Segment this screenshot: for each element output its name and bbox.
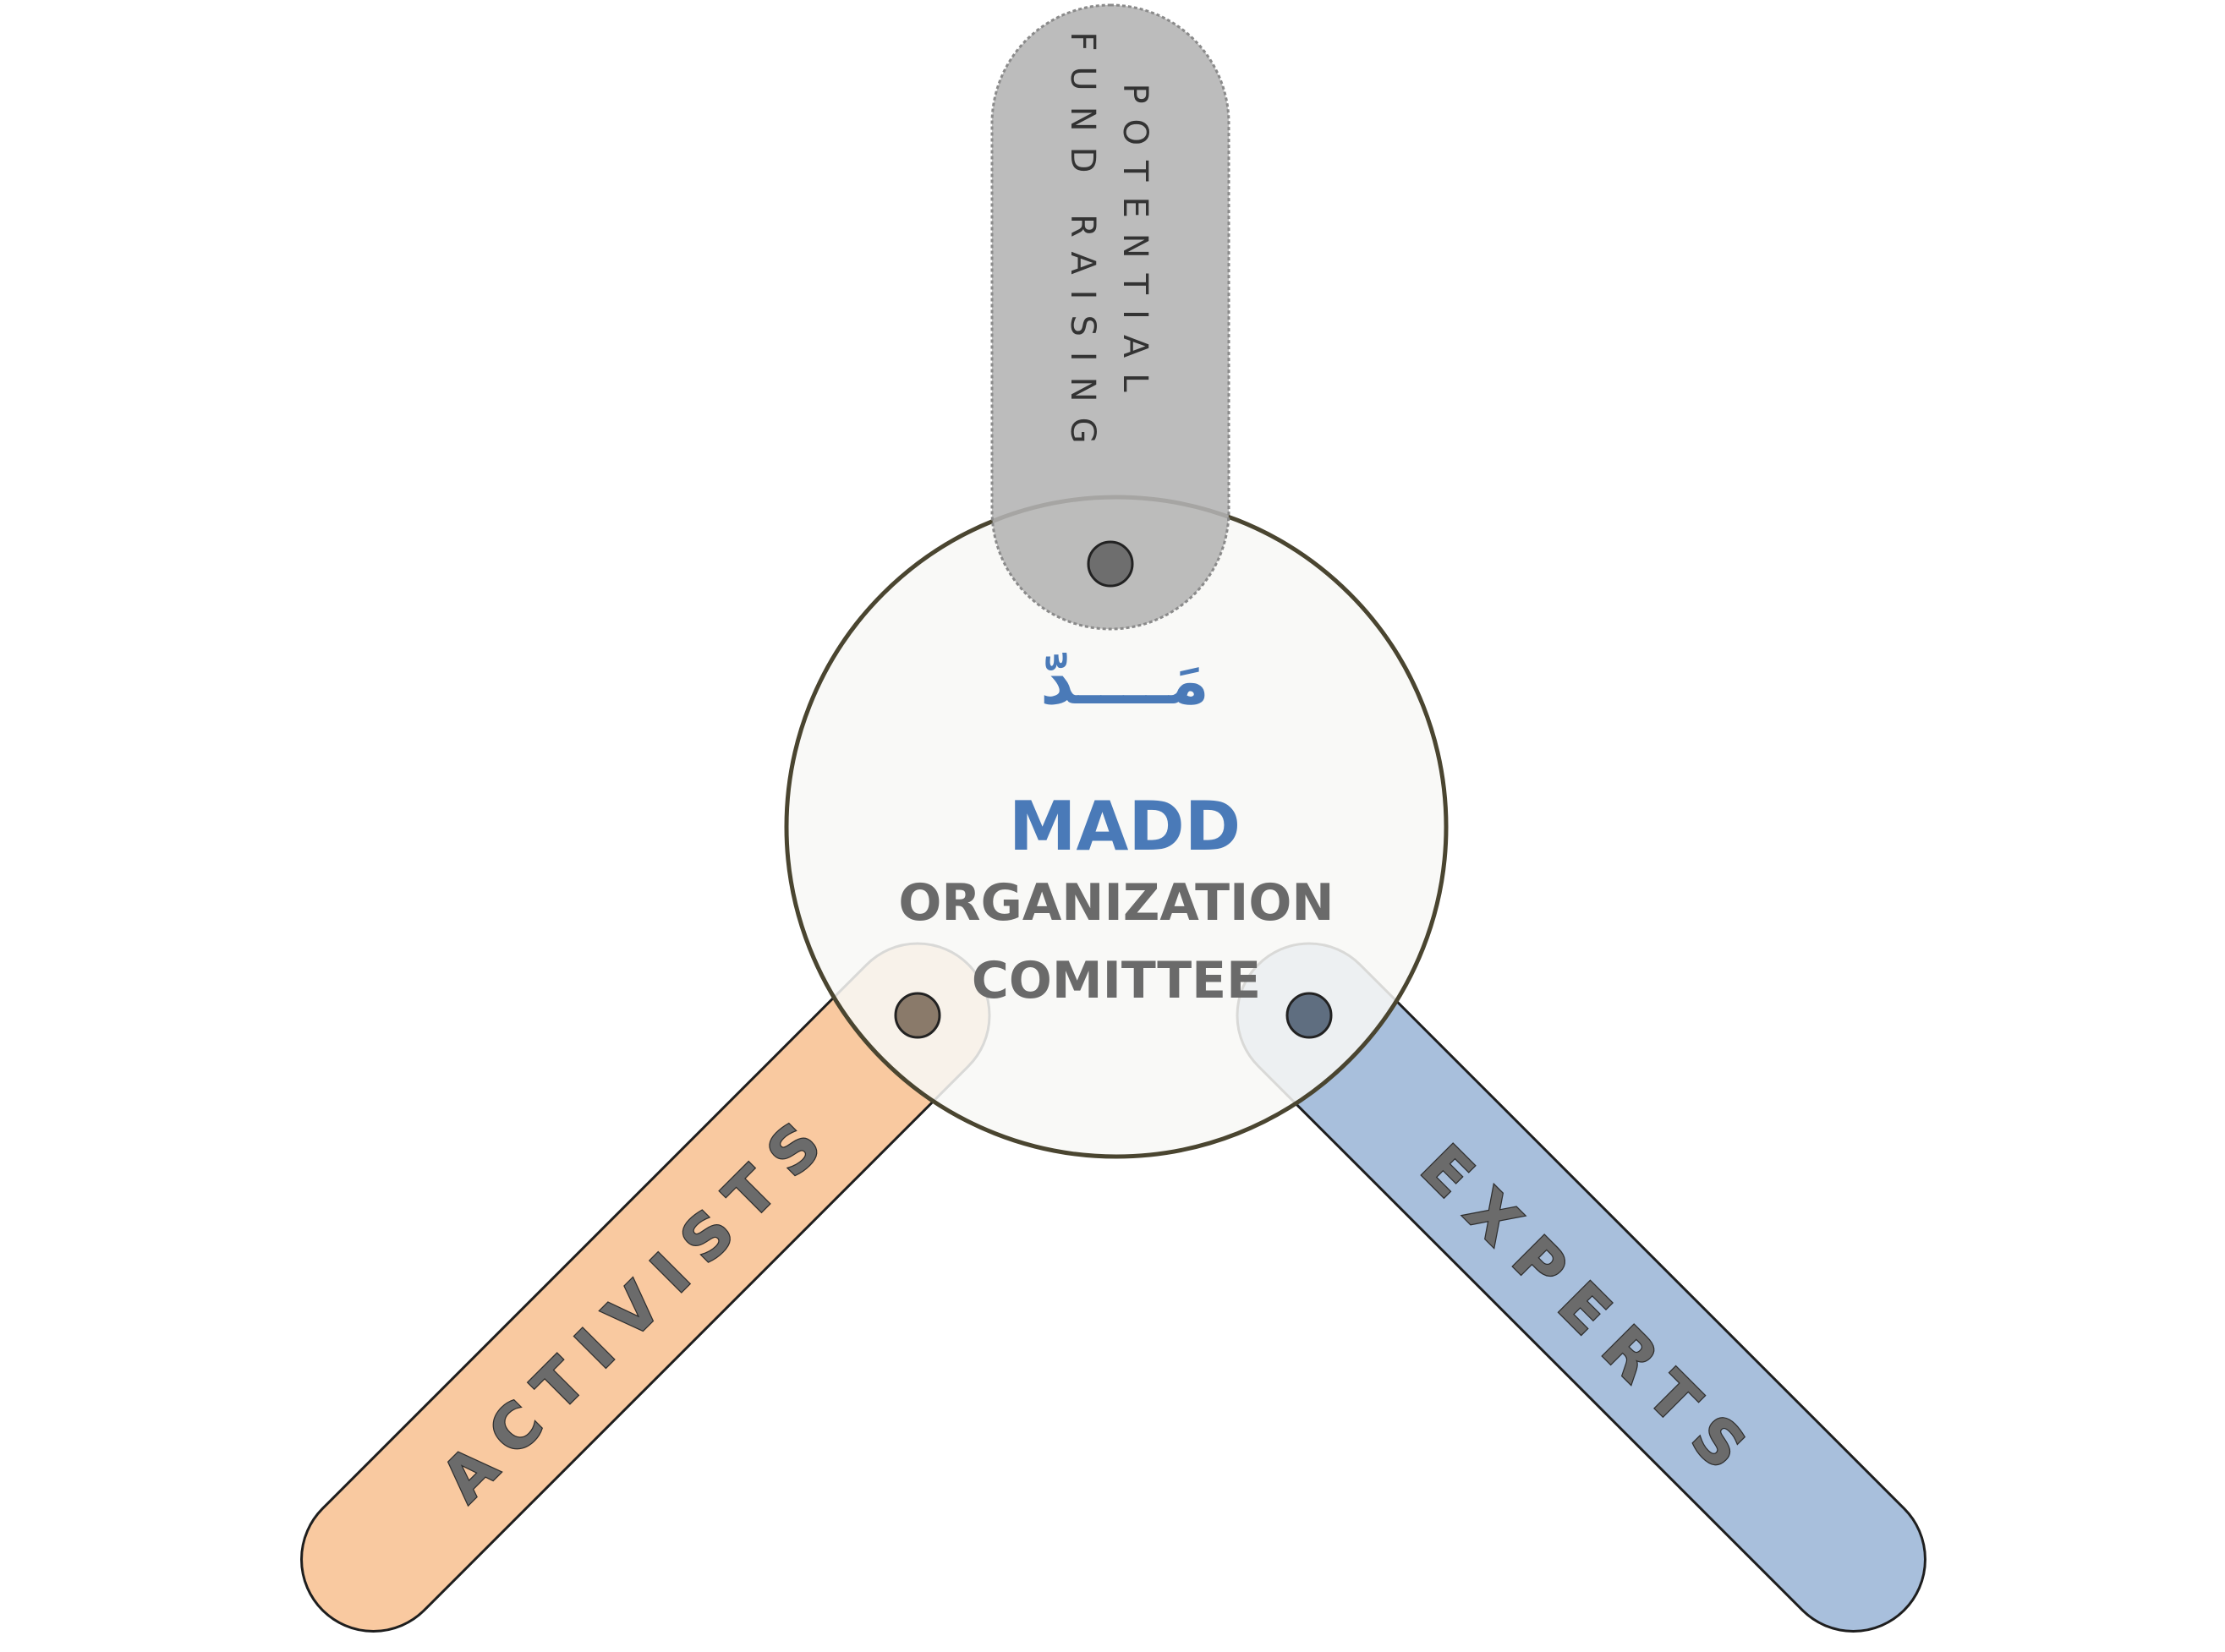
experts-pin [1285,992,1333,1039]
center-subtitle-line1: ORGANIZATION [898,873,1334,933]
fund-raising-label: POTENTIAL FUND RAISING [1063,31,1154,458]
activists-pin [894,992,941,1039]
experts-label-group: EXPERTS [1406,1130,1774,1498]
center-title: MADD [1009,787,1241,866]
activists-label: ACTIVISTS [428,1096,847,1515]
activists-label-group: ACTIVISTS [427,1095,849,1517]
experts-label: EXPERTS [1407,1131,1773,1497]
fund-raising-pin [1087,540,1134,588]
fund-raising-arm [990,3,1230,631]
center-subtitle-line2: COMITTEE [972,951,1261,1010]
fund-raising-label-line1: POTENTIAL [1115,83,1154,407]
fund-raising-label-line2: FUND RAISING [1063,31,1102,458]
arabic-name: مَــــدّ [1040,643,1209,719]
